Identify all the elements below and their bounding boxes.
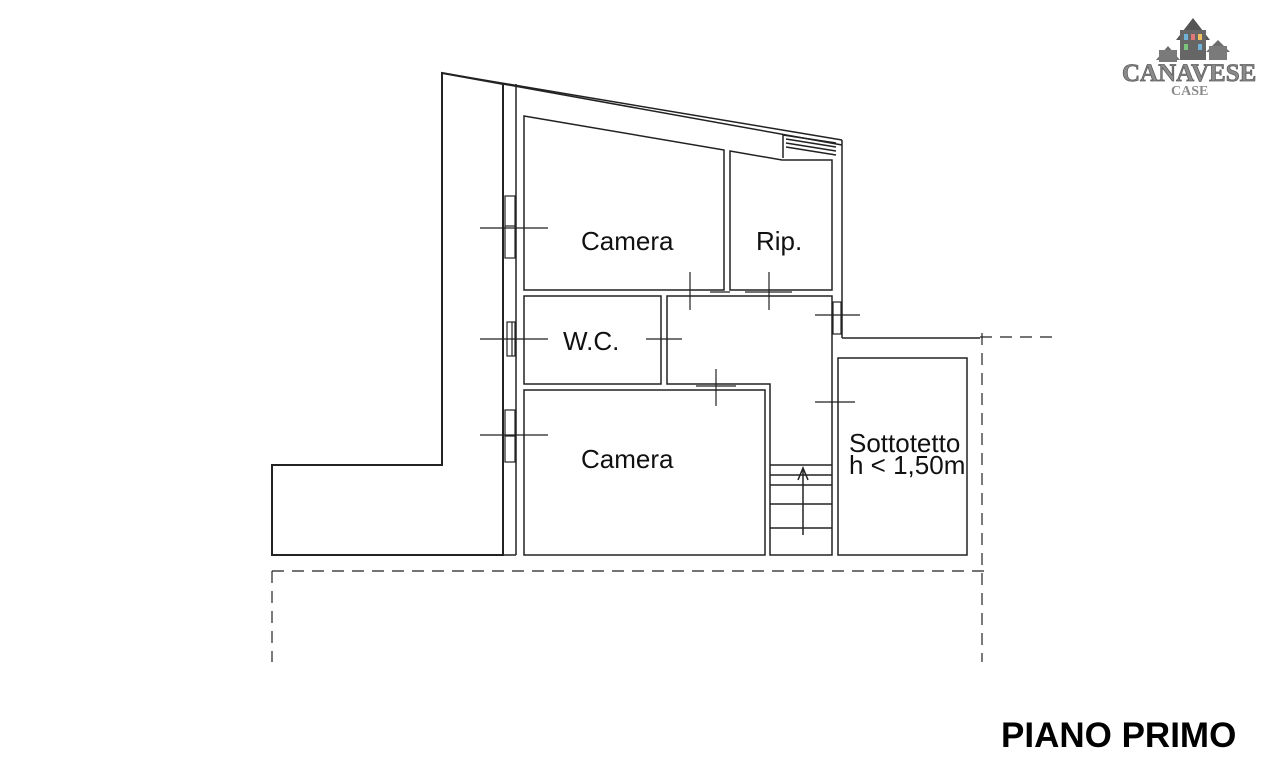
- canavese-case-logo: CANAVESE CASE: [1122, 18, 1257, 99]
- outer-walls: [271, 71, 980, 556]
- room-label-camera-bottom: Camera: [581, 444, 674, 474]
- room-label-ripostiglio: Rip.: [756, 226, 802, 256]
- room-hall: [666, 295, 833, 556]
- plan-title: PIANO PRIMO: [1001, 716, 1236, 755]
- room-label-sottotetto: Sottotetto: [849, 428, 960, 458]
- dashed-lines: [271, 333, 1055, 662]
- room-label-wc: W.C.: [563, 326, 619, 356]
- room-outlines: [523, 115, 968, 556]
- door-markers: [480, 227, 860, 436]
- logo-subword: CASE: [1171, 84, 1208, 99]
- room-wc: [523, 295, 662, 385]
- room-note-sottotetto-height: h < 1,50m: [849, 450, 965, 480]
- room-sottotetto: [837, 357, 968, 556]
- room-camera-bottom: [523, 389, 766, 556]
- room-camera-top: [523, 115, 725, 291]
- room-label-camera-top: Camera: [581, 226, 674, 256]
- room-ripostiglio: [729, 150, 833, 291]
- logo-word: CANAVESE: [1122, 60, 1256, 87]
